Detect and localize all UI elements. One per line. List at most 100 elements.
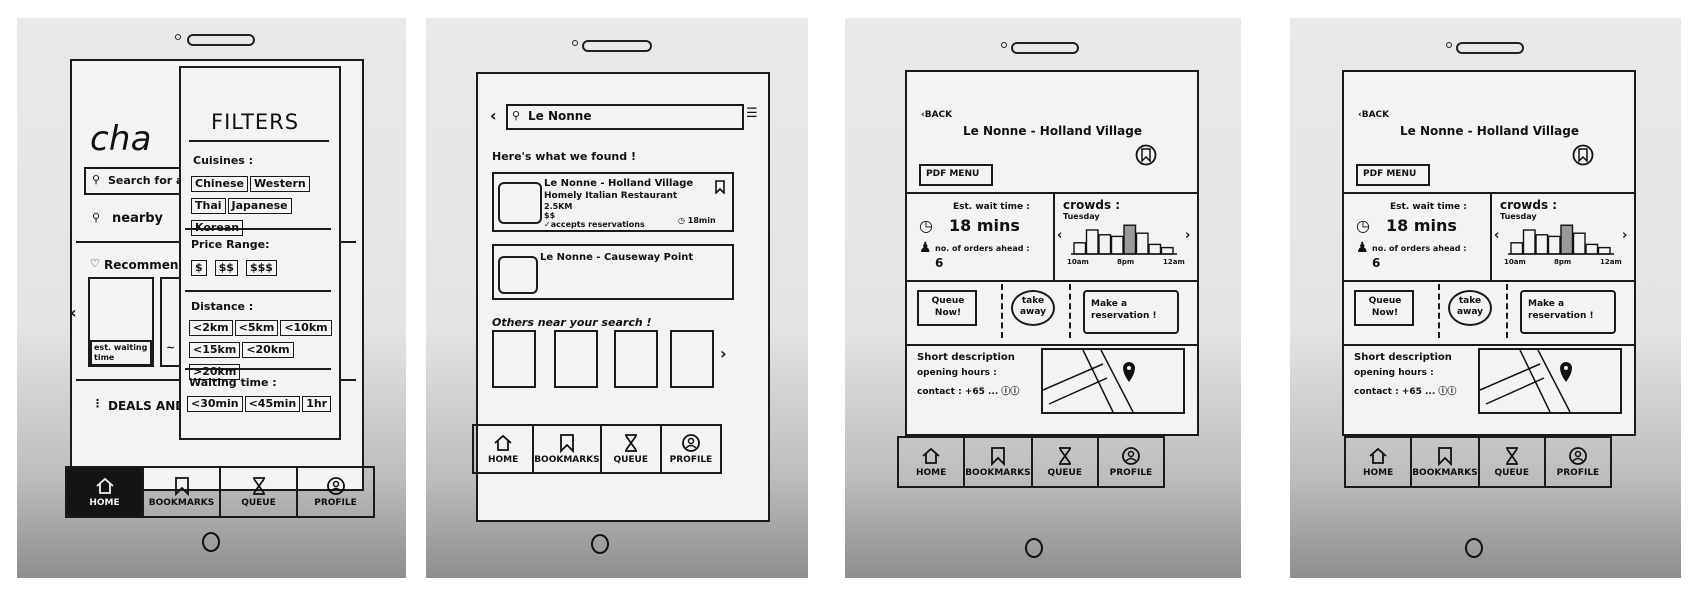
search-input[interactable]: ⚲ Search for a lo [84, 167, 248, 195]
chip-distance-15km[interactable]: <15km [189, 342, 241, 358]
tab-bookmarks[interactable]: BOOKMARKS [144, 468, 221, 516]
profile-icon [1122, 447, 1140, 465]
queue-now-button[interactable]: Queue Now! [917, 290, 977, 326]
crowd-bar [1572, 232, 1586, 255]
chip-distance-10km[interactable]: <10km [280, 320, 332, 336]
chevron-left-icon[interactable]: ‹ [1494, 228, 1500, 243]
result-card-1[interactable]: Le Nonne - Holland Village Homely Italia… [492, 172, 734, 232]
chip-price-2[interactable]: $$ [214, 260, 238, 276]
bookmark-icon[interactable] [1572, 144, 1594, 166]
result-card-2[interactable]: Le Nonne - Causeway Point [492, 244, 734, 300]
crowd-bar [1560, 224, 1574, 255]
chevron-left-icon[interactable]: ‹ [70, 303, 77, 322]
tab-bookmarks[interactable]: BOOKMARKS [1412, 438, 1480, 486]
bookmark-icon[interactable] [1135, 144, 1157, 166]
chip-cuisine-thai[interactable]: Thai [191, 198, 226, 214]
tab-queue[interactable]: QUEUE [221, 468, 298, 516]
chip-wait-30[interactable]: <30min [187, 396, 243, 412]
tab-profile[interactable]: PROFILE [1099, 438, 1163, 486]
nearby-link[interactable]: nearby [112, 211, 164, 226]
chip-price-3[interactable]: $$$ [245, 260, 277, 276]
filter-icon[interactable]: ☰ [746, 106, 758, 121]
pdf-menu-button[interactable]: PDF MENU [919, 164, 993, 186]
recommended-card[interactable] [88, 277, 154, 367]
nearby-card-1[interactable] [492, 330, 536, 388]
tab-home-label: HOME [1362, 468, 1394, 478]
reservation-button[interactable]: Make a reservation ! [1083, 290, 1179, 334]
tab-bar: HOME BOOKMARKS QUEUE PROFILE [65, 466, 375, 518]
divider [185, 228, 331, 230]
tab-bookmarks[interactable]: BOOKMARKS [534, 426, 602, 472]
back-button[interactable]: ‹BACK [1358, 110, 1390, 120]
tab-bookmarks[interactable]: BOOKMARKS [965, 438, 1033, 486]
camera-icon [1446, 42, 1452, 48]
chevron-right-icon[interactable]: › [1622, 228, 1628, 243]
chevron-left-icon[interactable]: ‹ [1057, 228, 1063, 243]
crowd-bar [1160, 246, 1174, 255]
crowd-bar [1510, 242, 1524, 255]
orders-label: no. of orders ahead : [1372, 244, 1467, 253]
est-waiting-text: est. waiting time [94, 343, 148, 362]
tab-home[interactable]: HOME [474, 426, 535, 472]
queue-now-button[interactable]: Queue Now! [1354, 290, 1414, 326]
take-away-button[interactable]: take away [1011, 290, 1055, 326]
reservation-button[interactable]: Make a reservation ! [1520, 290, 1616, 334]
chip-cuisine-japanese[interactable]: Japanese [227, 198, 292, 214]
home-icon [1369, 447, 1387, 464]
nearby-card-2[interactable] [554, 330, 598, 388]
bookmark-icon[interactable] [714, 180, 726, 194]
chip-distance-2km[interactable]: <2km [189, 320, 233, 336]
crowd-bar [1135, 232, 1149, 255]
speaker-grille [187, 34, 255, 46]
nearby-card-4[interactable] [670, 330, 714, 388]
restaurant-title: Le Nonne - Holland Village [963, 124, 1142, 138]
map-thumbnail[interactable] [1041, 348, 1185, 414]
take-away-button[interactable]: take away [1448, 290, 1492, 326]
filters-title: FILTERS [211, 110, 300, 134]
chip-distance-20km[interactable]: <20km [242, 342, 294, 358]
tab-home[interactable]: HOME [67, 468, 144, 516]
reservation-label: Make a reservation ! [1091, 299, 1157, 321]
tab-queue[interactable]: QUEUE [1033, 438, 1099, 486]
chip-distance-5km[interactable]: <5km [234, 320, 279, 336]
nearby-card-3[interactable] [614, 330, 658, 388]
chevron-right-icon[interactable]: › [1185, 228, 1191, 243]
social-icons[interactable]: ⓘⓘ [1438, 387, 1457, 397]
sketch-photo-search-results: ‹ ⚲ Le Nonne ☰ Here's what we found ! Le… [426, 18, 808, 578]
tab-home[interactable]: HOME [1346, 438, 1413, 486]
chevron-left-icon[interactable]: ‹ [490, 106, 497, 125]
pdf-menu-button[interactable]: PDF MENU [1356, 164, 1430, 186]
crowd-axis-label-start: 10am [1504, 258, 1526, 266]
deals-heading: DEALS AND [108, 399, 186, 413]
divider [1053, 192, 1055, 280]
tab-profile[interactable]: PROFILE [662, 426, 720, 472]
tab-home[interactable]: HOME [899, 438, 966, 486]
result-price: $$ [544, 211, 556, 220]
tab-profile[interactable]: PROFILE [1546, 438, 1610, 486]
home-button [202, 532, 220, 552]
divider [907, 280, 1197, 282]
chevron-right-icon[interactable]: › [720, 344, 727, 363]
chip-cuisine-chinese[interactable]: Chinese [191, 176, 248, 192]
home-button [591, 534, 609, 554]
tab-queue[interactable]: QUEUE [602, 426, 662, 472]
map-thumbnail[interactable] [1478, 348, 1622, 414]
contact-text: contact : +65 ... [917, 387, 999, 397]
tab-queue[interactable]: QUEUE [1480, 438, 1546, 486]
tab-profile[interactable]: PROFILE [298, 468, 373, 516]
chip-wait-60[interactable]: 1hr [302, 396, 332, 412]
distance-label: Distance : [191, 300, 254, 313]
chip-cuisine-western[interactable]: Western [249, 176, 310, 192]
short-description: Short description [917, 352, 1015, 363]
profile-icon [326, 477, 345, 495]
chip-price-1[interactable]: $ [191, 260, 207, 276]
divider [189, 140, 329, 142]
take-away-label: take away [1456, 296, 1484, 317]
orders-value: 6 [1372, 256, 1381, 270]
social-icons[interactable]: ⓘⓘ [1001, 387, 1020, 397]
back-button[interactable]: ‹BACK [921, 110, 953, 120]
chip-wait-45[interactable]: <45min [244, 396, 301, 412]
divider [1344, 344, 1634, 346]
search-input[interactable]: ⚲ Le Nonne [506, 104, 744, 130]
contact: contact : +65 ... ⓘⓘ [917, 384, 1019, 397]
